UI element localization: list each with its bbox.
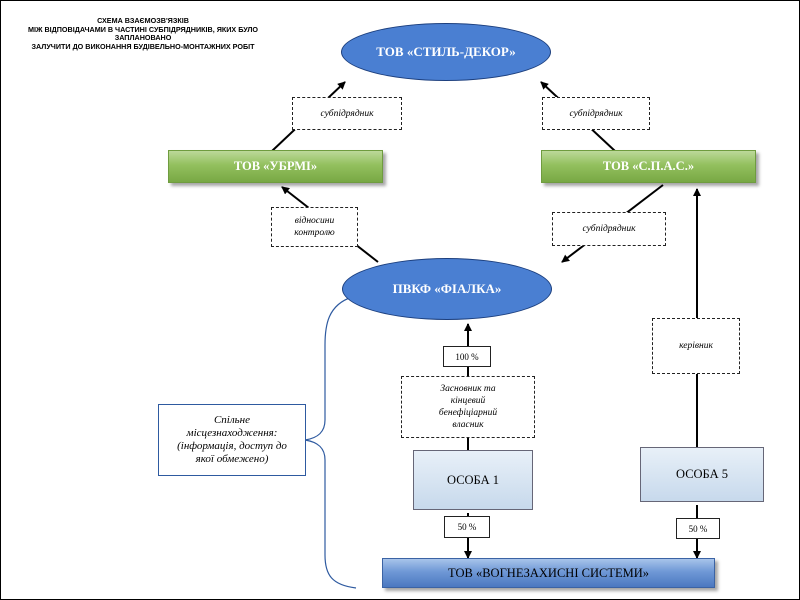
label-subcontractor-right: субпідрядник — [542, 97, 650, 130]
node-osoba-1: ОСОБА 1 — [413, 450, 533, 510]
label-control-relation: відносини контролю — [271, 207, 358, 247]
title-line-2: МІЖ ВІДПОВІДАЧАМИ В ЧАСТИНІ СУБПІДРЯДНИК… — [27, 24, 259, 43]
node-fialka: ПВКФ «ФІАЛКА» — [342, 258, 552, 320]
node-stil-dekor: ТОВ «СТИЛЬ-ДЕКОР» — [341, 23, 551, 81]
label-founder-beneficiary: Засновник та кінцевий бенефіціарний влас… — [401, 376, 535, 438]
node-vohnezakhysni-label: ТОВ «ВОГНЕЗАХИСНІ СИСТЕМИ» — [448, 565, 649, 580]
shared-location-brace — [304, 296, 357, 589]
label-percent-50-right: 50 % — [676, 518, 720, 539]
label-subcontractor-left: субпідрядник — [292, 97, 402, 130]
node-vohnezakhysni-systemy: ТОВ «ВОГНЕЗАХИСНІ СИСТЕМИ» — [382, 558, 715, 588]
note-shared-location: Спільне місцезнаходження: (інформація, д… — [158, 404, 306, 476]
node-osoba-5-label: ОСОБА 5 — [676, 467, 728, 481]
label-head: керівник — [652, 318, 740, 374]
node-spas-label: ТОВ «С.П.А.С.» — [602, 159, 695, 173]
node-osoba-1-label: ОСОБА 1 — [447, 472, 499, 487]
node-ubrmi: ТОВ «УБРМІ» — [168, 150, 383, 183]
label-subcontractor-spas-fialka: субпідрядник — [552, 212, 666, 246]
node-fialka-label: ПВКФ «ФІАЛКА» — [392, 281, 502, 296]
label-percent-50-left: 50 % — [444, 516, 490, 538]
node-osoba-5: ОСОБА 5 — [640, 447, 764, 502]
node-ubrmi-label: ТОВ «УБРМІ» — [233, 159, 318, 173]
title-line-1: СХЕМА ВЗАЄМОЗВ'ЯЗКІВ — [97, 16, 189, 25]
title-line-3: ЗАЛУЧИТИ ДО ВИКОНАННЯ БУДІВЕЛЬНО-МОНТАЖН… — [31, 41, 255, 51]
node-spas: ТОВ «С.П.А.С.» — [541, 150, 756, 183]
diagram-title: СХЕМА ВЗАЄМОЗВ'ЯЗКІВ МІЖ ВІДПОВІДАЧАМИ В… — [8, 16, 278, 51]
label-percent-100: 100 % — [443, 346, 491, 367]
node-stil-dekor-label: ТОВ «СТИЛЬ-ДЕКОР» — [376, 44, 516, 59]
